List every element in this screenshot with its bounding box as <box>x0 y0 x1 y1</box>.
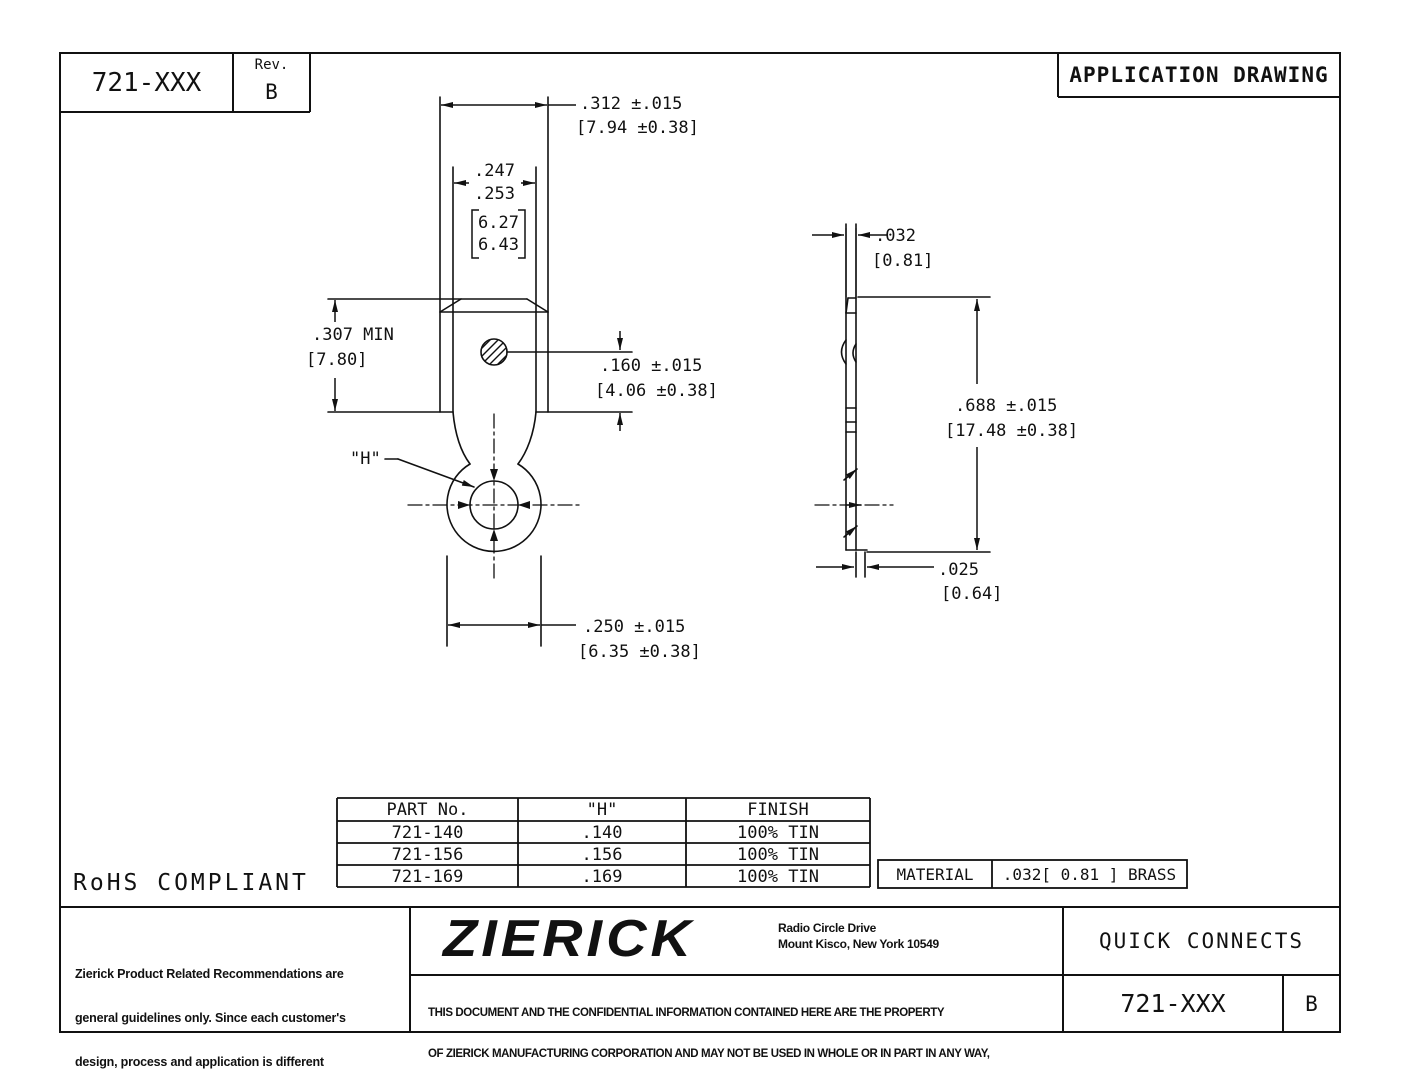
table-header-h: "H" <box>586 800 618 820</box>
hole-ref-label: "H" <box>350 449 381 469</box>
recommendations-line: design, process and application is diffe… <box>75 1054 324 1069</box>
recommendations-line: general guidelines only. Since each cust… <box>75 1010 346 1025</box>
dim-032-mm: [0.81] <box>872 251 934 271</box>
rev-value: B <box>265 80 278 104</box>
company-address-line2: Mount Kisco, New York 10549 <box>778 937 939 951</box>
rohs-compliant-label: RoHS COMPLIANT <box>73 870 309 896</box>
material-label: MATERIAL <box>896 864 974 884</box>
dim-160-mm: [4.06 ±0.38] <box>595 381 718 401</box>
confidentiality-text: THIS DOCUMENT AND THE CONFIDENTIAL INFOR… <box>428 980 1001 1088</box>
dim-688-mm: [17.48 ±0.38] <box>945 421 1079 441</box>
table-cell: 721-169 <box>391 866 464 887</box>
material-value: .032[ 0.81 ] BRASS <box>1002 864 1177 884</box>
drawing-type-title: APPLICATION DRAWING <box>1069 63 1329 87</box>
dim-025-mm: [0.64] <box>941 584 1003 604</box>
dim-312-mm: [7.94 ±0.38] <box>576 118 699 138</box>
footer-rev: B <box>1305 991 1318 1016</box>
table-header-finish: FINISH <box>747 800 809 820</box>
recommendations-text: Zierick Product Related Recommendations … <box>75 938 346 1088</box>
footer-part-number: 721-XXX <box>1120 989 1226 1018</box>
dim-025-inch: .025 <box>938 560 979 580</box>
front-view-dimensions <box>332 102 623 628</box>
table-cell: .140 <box>581 822 623 843</box>
part-number-header: 721-XXX <box>91 67 202 98</box>
recommendations-line: Zierick Product Related Recommendations … <box>75 967 344 982</box>
zierick-logo: ZIERICK <box>443 908 695 967</box>
dim-307-mm: [7.80] <box>306 350 368 370</box>
table-header-part-no: PART No. <box>386 800 469 820</box>
table-cell: .156 <box>581 844 623 865</box>
rev-label: Rev. <box>254 57 289 73</box>
dim-307-inch: .307 MIN <box>312 325 394 345</box>
table-cell: 721-156 <box>391 844 464 865</box>
table-cell: 100% TIN <box>737 866 819 887</box>
sheet-border <box>59 52 1341 1033</box>
dim-247-inch-top: .247 <box>474 161 515 181</box>
series-title: QUICK CONNECTS <box>1098 929 1304 953</box>
dim-250-inch: .250 ±.015 <box>583 617 686 637</box>
dim-312-inch: .312 ±.015 <box>580 94 683 114</box>
table-cell: 100% TIN <box>737 822 819 843</box>
dim-688-inch: .688 ±.015 <box>955 396 1058 416</box>
confidentiality-line: THIS DOCUMENT AND THE CONFIDENTIAL INFOR… <box>428 1007 945 1019</box>
front-view-linework <box>327 96 633 647</box>
dim-160-inch: .160 ±.015 <box>600 356 703 376</box>
table-cell: 100% TIN <box>737 844 819 865</box>
dim-250-mm: [6.35 ±0.38] <box>578 642 701 662</box>
table-cell: 721-140 <box>391 822 464 843</box>
company-address-line1: Radio Circle Drive <box>778 921 876 935</box>
confidentiality-line: OF ZIERICK MANUFACTURING CORPORATION AND… <box>428 1047 990 1060</box>
table-grid <box>336 797 1188 889</box>
side-view-dimensions <box>812 228 980 570</box>
table-cell: .169 <box>581 866 623 887</box>
dim-247-mm-top: 6.27 <box>478 213 519 233</box>
dim-032-inch: .032 <box>875 226 916 246</box>
dim-247-inch-bot: .253 <box>474 184 515 204</box>
dim-247-mm-bot: 6.43 <box>478 235 519 255</box>
